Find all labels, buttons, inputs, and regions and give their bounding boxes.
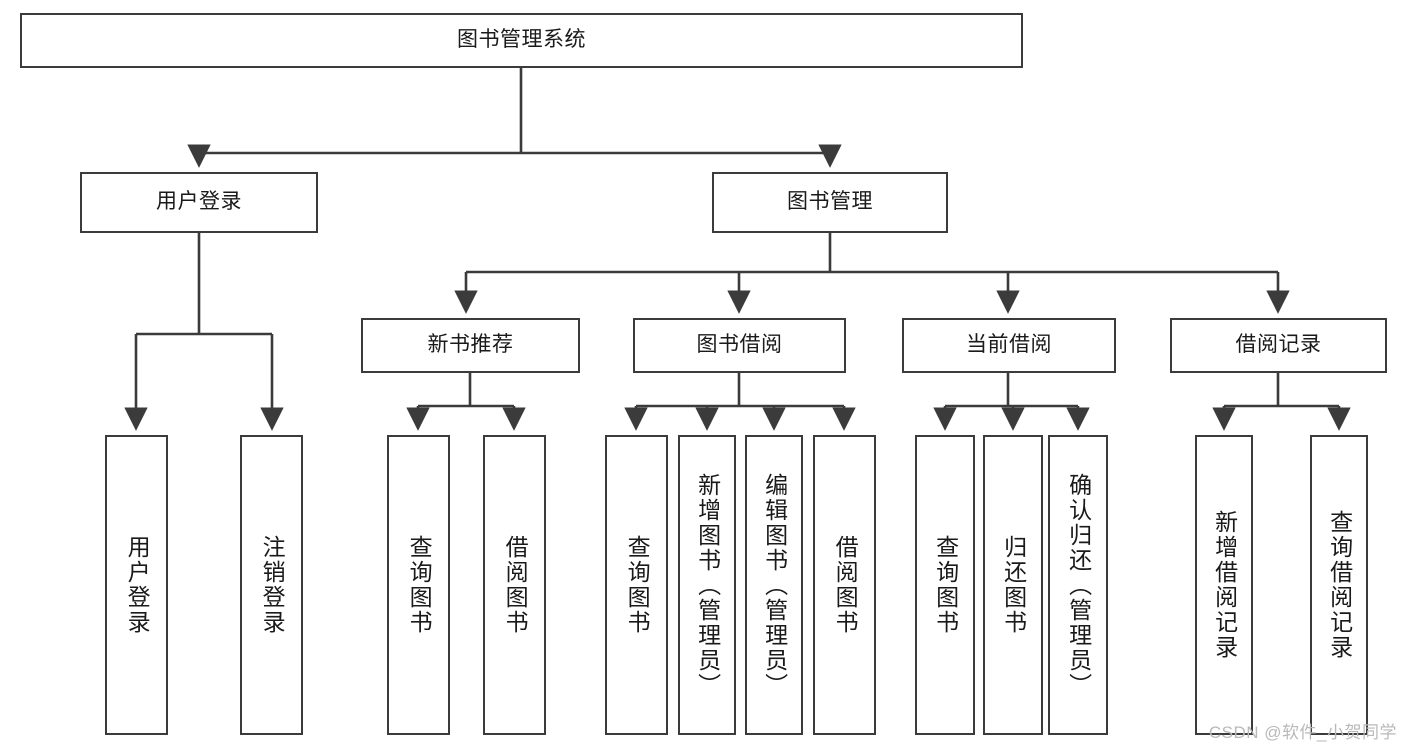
node-leaf-return-book-label: 归还图书 [1000, 535, 1027, 635]
node-leaf-query-book-3[interactable]: 查询图书 [915, 435, 975, 735]
node-leaf-borrow-book-1[interactable]: 借阅图书 [483, 435, 546, 735]
node-root[interactable]: 图书管理系统 [20, 13, 1023, 68]
wire-group-book-borrow [624, 373, 856, 431]
wire-group-book-manage [454, 233, 1290, 314]
wire-group-new-book-recommend [406, 373, 526, 431]
node-leaf-query-book-1-label: 查询图书 [406, 535, 433, 635]
node-leaf-query-book-2[interactable]: 查询图书 [605, 435, 668, 735]
node-leaf-confirm-return-label: 确认归还（管理员） [1065, 472, 1092, 698]
node-leaf-query-book-3-label: 查询图书 [932, 535, 959, 635]
node-leaf-add-book-label: 新增图书（管理员） [694, 472, 721, 698]
node-leaf-add-book[interactable]: 新增图书（管理员） [678, 435, 736, 735]
node-new-book-recommend-label: 新书推荐 [427, 333, 514, 357]
node-leaf-edit-book-label: 编辑图书（管理员） [761, 472, 788, 698]
wire-group-user-login [124, 233, 284, 431]
node-current-borrow[interactable]: 当前借阅 [902, 318, 1116, 373]
wire-group-borrow-record [1212, 373, 1351, 431]
wire-group-root [187, 68, 842, 168]
node-current-borrow-label: 当前借阅 [966, 333, 1052, 357]
node-leaf-query-record-label: 查询借阅记录 [1326, 510, 1353, 660]
wire-group-current-borrow [933, 373, 1090, 431]
node-leaf-query-record[interactable]: 查询借阅记录 [1310, 435, 1368, 735]
node-leaf-confirm-return[interactable]: 确认归还（管理员） [1048, 435, 1108, 735]
node-user-login[interactable]: 用户登录 [80, 172, 318, 233]
node-borrow-record[interactable]: 借阅记录 [1170, 318, 1387, 373]
node-user-login-label: 用户登录 [156, 190, 242, 214]
node-book-manage-label: 图书管理 [787, 190, 873, 214]
node-leaf-user-logout-label: 注销登录 [259, 535, 286, 635]
node-book-borrow-label: 图书借阅 [696, 333, 783, 357]
node-leaf-user-login[interactable]: 用户登录 [105, 435, 168, 735]
node-new-book-recommend[interactable]: 新书推荐 [361, 318, 580, 373]
node-leaf-borrow-book-1-label: 借阅图书 [502, 535, 529, 635]
node-leaf-add-record-label: 新增借阅记录 [1211, 510, 1238, 660]
node-leaf-borrow-book-2-label: 借阅图书 [832, 535, 859, 635]
node-book-borrow[interactable]: 图书借阅 [633, 318, 846, 373]
node-book-manage[interactable]: 图书管理 [712, 172, 948, 233]
node-leaf-add-record[interactable]: 新增借阅记录 [1195, 435, 1253, 735]
node-leaf-edit-book[interactable]: 编辑图书（管理员） [745, 435, 803, 735]
node-leaf-query-book-1[interactable]: 查询图书 [387, 435, 450, 735]
watermark-text: CSDN @软件_小贺同学 [1208, 723, 1397, 742]
node-leaf-query-book-2-label: 查询图书 [624, 535, 651, 635]
node-leaf-return-book[interactable]: 归还图书 [983, 435, 1043, 735]
node-leaf-user-logout[interactable]: 注销登录 [240, 435, 303, 735]
node-leaf-borrow-book-2[interactable]: 借阅图书 [813, 435, 876, 735]
node-root-label: 图书管理系统 [457, 28, 586, 52]
node-leaf-user-login-label: 用户登录 [124, 535, 151, 635]
node-borrow-record-label: 借阅记录 [1235, 333, 1322, 357]
